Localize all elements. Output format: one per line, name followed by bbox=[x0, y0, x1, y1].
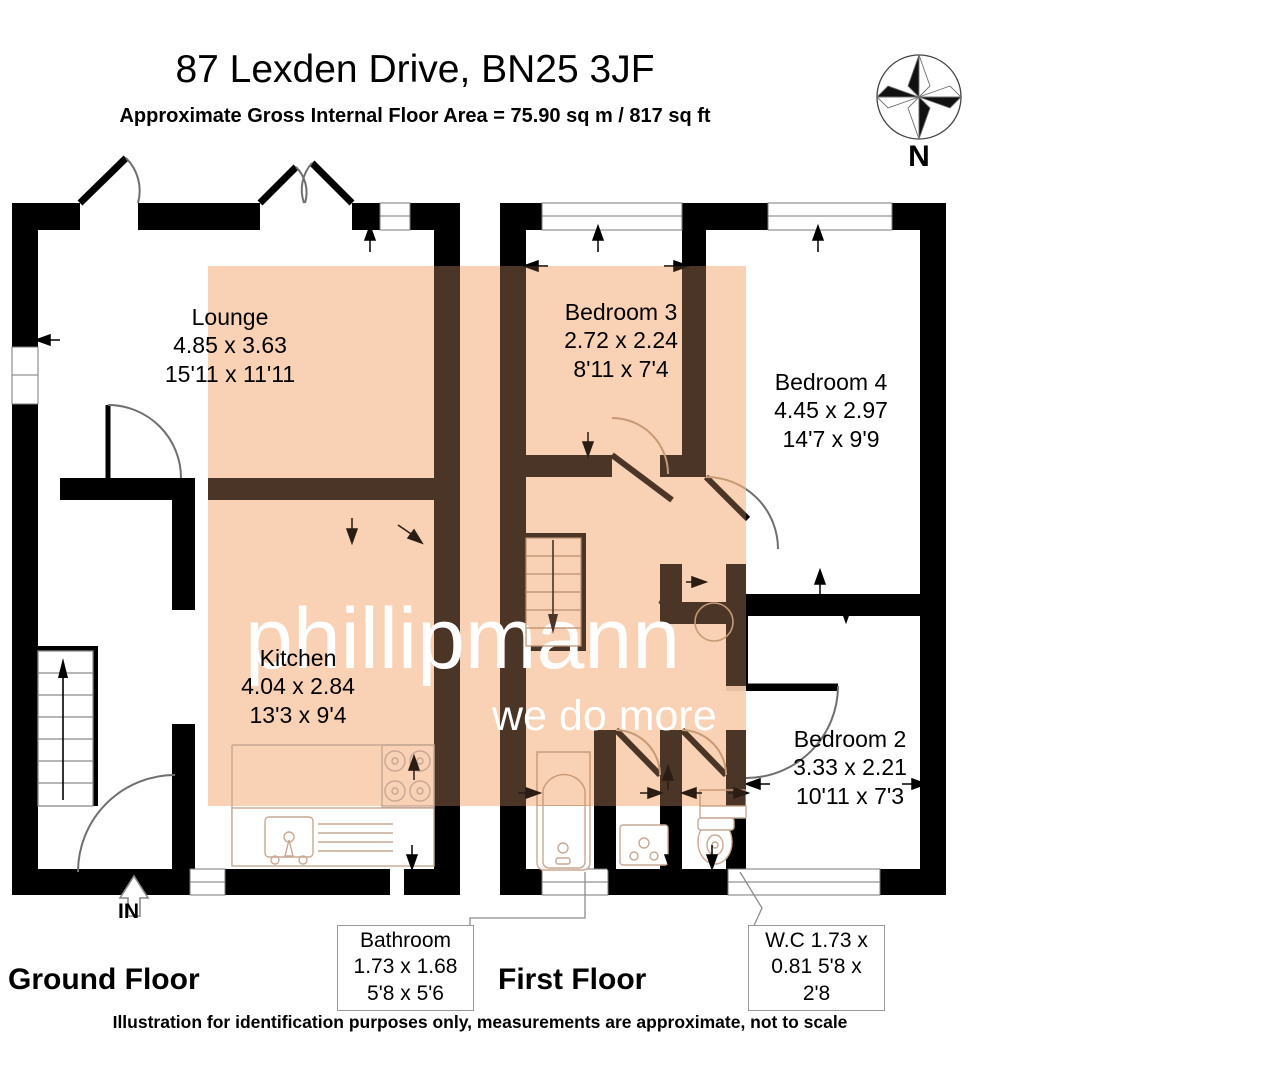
ground-floor-staircase bbox=[37, 646, 98, 807]
room-metric: 4.85 x 3.63 bbox=[173, 332, 287, 359]
room-imperial: 5'8 x 5'6 bbox=[367, 981, 444, 1005]
ground-floor-internal-doors bbox=[77, 404, 182, 873]
first-floor-label: First Floor bbox=[498, 963, 647, 996]
overlay-foreground: phillipmann we do more bbox=[208, 266, 746, 806]
room-imperial: 5'8 x 2'8 bbox=[802, 955, 862, 1005]
entrance-label: IN bbox=[118, 900, 139, 923]
room-imperial: 8'11 x 7'4 bbox=[573, 355, 669, 382]
room-label-kitchen: Kitchen 4.04 x 2.84 13'3 x 9'4 bbox=[228, 644, 368, 729]
room-metric: 2.72 x 2.24 bbox=[564, 327, 678, 354]
room-metric: 4.04 x 2.84 bbox=[241, 673, 355, 700]
compass-rose-icon bbox=[875, 54, 963, 140]
room-name: Bathroom bbox=[359, 929, 452, 952]
room-label-bedroom-2: Bedroom 2 3.33 x 2.21 10'11 x 7'3 bbox=[775, 725, 925, 810]
ground-floor-exterior-doors bbox=[77, 155, 355, 206]
room-imperial: 13'3 x 9'4 bbox=[249, 701, 347, 728]
room-name: Bedroom 2 bbox=[793, 726, 907, 752]
room-label-bedroom-4: Bedroom 4 4.45 x 2.97 14'7 x 9'9 bbox=[756, 368, 906, 453]
room-label-wc: W.C 1.73 x 0.81 5'8 x 2'8 bbox=[748, 925, 885, 1011]
room-label-lounge: Lounge 4.85 x 3.63 15'11 x 11'11 bbox=[155, 303, 305, 388]
room-imperial: 10'11 x 7'3 bbox=[795, 782, 905, 809]
floor-area-subtitle: Approximate Gross Internal Floor Area = … bbox=[119, 105, 711, 127]
room-imperial: 14'7 x 9'9 bbox=[782, 425, 880, 452]
watermark-line1-over: phillipmann bbox=[245, 591, 680, 687]
room-label-bedroom-3: Bedroom 3 2.72 x 2.24 8'11 x 7'4 bbox=[546, 298, 696, 383]
room-metric: 1.73 x 1.68 bbox=[353, 955, 458, 979]
room-label-bathroom: Bathroom 1.73 x 1.68 5'8 x 5'6 bbox=[337, 925, 474, 1011]
highlight-overlay bbox=[208, 266, 746, 806]
wc-fixtures bbox=[697, 805, 747, 865]
room-name: Kitchen bbox=[259, 645, 337, 671]
stairs-up-arrow bbox=[58, 658, 68, 800]
room-metric: 1.73 x 0.81 bbox=[771, 929, 868, 979]
first-floor-windows bbox=[541, 202, 893, 896]
watermark-line2-over: we do more bbox=[491, 692, 717, 740]
disclaimer-text: Illustration for identification purposes… bbox=[112, 1012, 848, 1032]
compass-north-label: N bbox=[908, 140, 930, 173]
label-leader-lines bbox=[469, 871, 763, 931]
room-metric: 4.45 x 2.97 bbox=[774, 397, 888, 424]
room-imperial: 15'11 x 11'11 bbox=[164, 360, 296, 387]
ground-floor-label: Ground Floor bbox=[8, 963, 200, 996]
entrance-arrow-icon bbox=[118, 874, 150, 917]
page-title: 87 Lexden Drive, BN25 3JF bbox=[175, 48, 655, 91]
compass-rose: N bbox=[869, 50, 969, 175]
room-name: W.C bbox=[765, 929, 805, 952]
room-name: Bedroom 3 bbox=[564, 299, 678, 325]
room-name: Bedroom 4 bbox=[774, 369, 888, 395]
room-metric: 3.33 x 2.21 bbox=[793, 754, 907, 781]
ground-floor-windows bbox=[11, 202, 411, 896]
room-name: Lounge bbox=[191, 304, 269, 330]
